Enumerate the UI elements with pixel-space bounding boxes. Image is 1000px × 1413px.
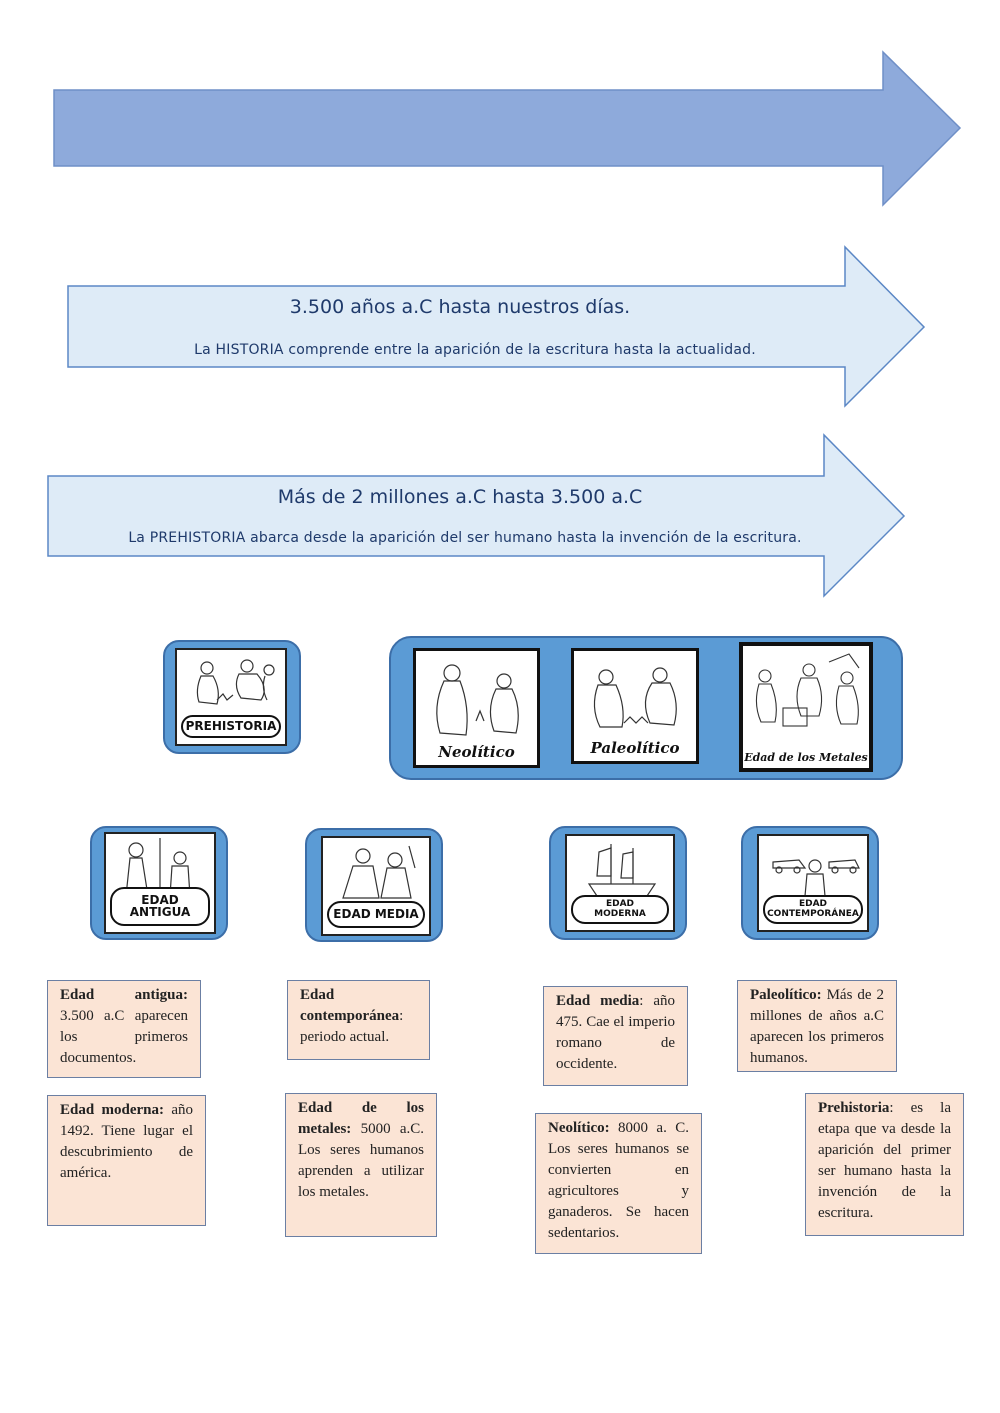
prehistoria-arrow-title: Más de 2 millones a.C hasta 3.500 a.C xyxy=(277,486,643,508)
note-term: Edad contemporánea xyxy=(300,987,400,1024)
note-text: año 1492. Tiene lugar el descubrimiento … xyxy=(60,1102,193,1181)
historia-arrow-title: 3.500 años a.C hasta nuestros días. xyxy=(289,296,631,318)
prehistoria-periods-frame: Neolítico Paleolítico Edad de los Metale… xyxy=(389,636,903,780)
note-term: Neolítico: xyxy=(548,1120,610,1136)
sailing-ship-icon xyxy=(587,844,657,897)
note-term: Edad antigua: xyxy=(60,987,188,1003)
historia-arrow xyxy=(67,245,926,408)
note-text: 5000 a.C. Los seres humanos aprenden a u… xyxy=(298,1121,424,1200)
neolitico-card-label: Neolítico xyxy=(438,743,515,761)
medieval-knights-icon xyxy=(342,845,416,899)
note-text: 3.500 a.C aparecen los primeros document… xyxy=(60,1008,188,1066)
neolitico-card[interactable]: Neolítico xyxy=(413,648,540,768)
moderna-card-label: EDAD MODERNA xyxy=(571,895,669,924)
paleolitico-card-label: Paleolítico xyxy=(590,739,680,757)
note-term: Edad de los metales: xyxy=(298,1100,424,1137)
prehistoria-card[interactable]: PREHISTORIA xyxy=(175,648,287,746)
neolithic-people-icon xyxy=(436,664,519,736)
moderna-card[interactable]: EDAD MODERNA xyxy=(565,834,675,932)
contemporanea-card[interactable]: EDAD CONTEMPORÁNEA xyxy=(757,834,869,932)
paleolitico-card[interactable]: Paleolítico xyxy=(571,648,699,764)
cavemen-illustration-icon xyxy=(196,659,275,705)
note-text: 8000 a. C. Los seres humanos se conviert… xyxy=(548,1120,689,1241)
paleolithic-people-icon xyxy=(593,667,677,728)
note-term: Edad moderna: xyxy=(60,1102,164,1118)
historia-arrow-subtitle: La HISTORIA comprende entre la aparición… xyxy=(194,342,756,358)
note-prehistoria[interactable]: Prehistoria: es la etapa que va desde la… xyxy=(805,1093,964,1236)
note-text: : es la etapa que va desde la aparición … xyxy=(818,1100,951,1221)
modern-city-icon xyxy=(772,859,860,897)
prehistoria-card-label: PREHISTORIA xyxy=(181,715,281,738)
prehistoria-frame: PREHISTORIA xyxy=(163,640,301,754)
note-neolitico[interactable]: Neolítico: 8000 a. C. Los seres humanos … xyxy=(535,1113,702,1254)
note-term: Paleolítico: xyxy=(750,987,822,1003)
media-card[interactable]: EDAD MEDIA xyxy=(321,836,431,936)
timeline-arrow-blank xyxy=(53,50,962,207)
note-edad-antigua[interactable]: Edad antigua: 3.500 a.C aparecen los pri… xyxy=(47,980,201,1078)
note-term: Edad media xyxy=(556,993,640,1009)
contemporanea-card-label-line1: EDAD xyxy=(798,899,828,910)
note-edad-metales[interactable]: Edad de los metales: 5000 a.C. Los seres… xyxy=(285,1093,437,1237)
media-card-label: EDAD MEDIA xyxy=(327,901,425,928)
metales-card[interactable]: Edad de los Metales xyxy=(739,642,873,772)
note-text: : periodo actual. xyxy=(300,1008,404,1045)
contemporanea-frame: EDAD CONTEMPORÁNEA xyxy=(741,826,879,940)
contemporanea-card-label-line2: CONTEMPORÁNEA xyxy=(767,908,859,919)
prehistoria-arrow xyxy=(47,433,906,598)
antigua-card[interactable]: EDAD ANTIGUA xyxy=(104,832,216,934)
note-text: : año 475. Cae el imperio romano de occi… xyxy=(556,993,675,1072)
prehistoria-arrow-subtitle: La PREHISTORIA abarca desde la aparición… xyxy=(128,530,802,546)
antigua-card-label: EDAD ANTIGUA xyxy=(110,886,210,926)
moderna-card-label-line1: EDAD xyxy=(605,899,635,910)
metal-age-workers-icon xyxy=(755,653,860,727)
antigua-frame: EDAD ANTIGUA xyxy=(90,826,228,940)
note-paleolitico[interactable]: Paleolítico: Más de 2 millones de años a… xyxy=(737,980,897,1072)
note-edad-media[interactable]: Edad media: año 475. Cae el imperio roma… xyxy=(543,986,688,1086)
metales-card-label: Edad de los Metales xyxy=(744,751,868,764)
note-text: Más de 2 millones de años a.C aparecen l… xyxy=(750,987,884,1066)
moderna-frame: EDAD MODERNA xyxy=(549,826,687,940)
contemporanea-card-label: EDAD CONTEMPORÁNEA xyxy=(763,895,863,924)
moderna-card-label-line2: MODERNA xyxy=(594,908,646,919)
media-frame: EDAD MEDIA xyxy=(305,828,443,942)
note-edad-moderna[interactable]: Edad moderna: año 1492. Tiene lugar el d… xyxy=(47,1095,206,1226)
note-term: Prehistoria xyxy=(818,1100,890,1116)
note-edad-contemporanea[interactable]: Edad contemporánea: periodo actual. xyxy=(287,980,430,1060)
